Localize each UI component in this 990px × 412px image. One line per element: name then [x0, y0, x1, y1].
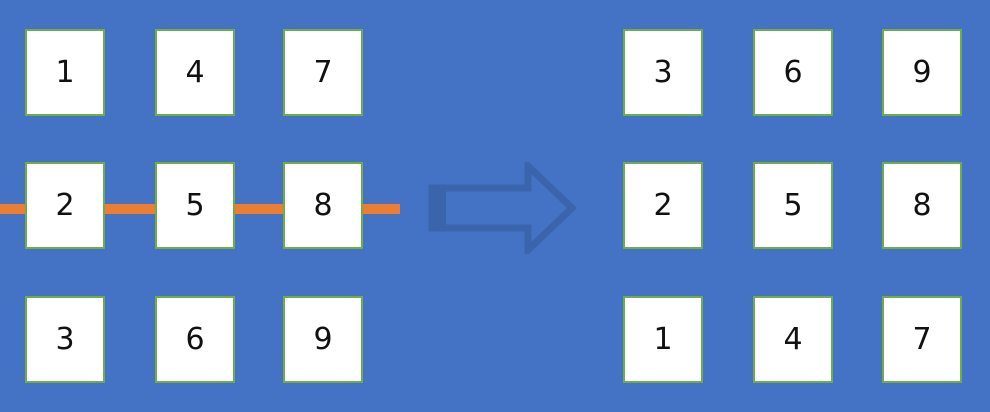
after-cell-r2-c1: 2 — [623, 162, 703, 249]
before-cell-r1-c1: 1 — [25, 29, 105, 116]
before-cell-r2-c3: 8 — [283, 162, 363, 249]
after-cell-r1-c3: 9 — [882, 29, 962, 116]
before-cell-r2-c2: 5 — [155, 162, 235, 249]
before-cell-r1-c2: 4 — [155, 29, 235, 116]
before-cell-r3-c1: 3 — [25, 296, 105, 383]
before-cell-r3-c3: 9 — [283, 296, 363, 383]
after-cell-r2-c2: 5 — [753, 162, 833, 249]
before-cell-r1-c3: 7 — [283, 29, 363, 116]
right-arrow-icon — [428, 162, 578, 254]
after-cell-r3-c1: 1 — [623, 296, 703, 383]
before-cell-r3-c2: 6 — [155, 296, 235, 383]
before-cell-r2-c1: 2 — [25, 162, 105, 249]
after-cell-r2-c3: 8 — [882, 162, 962, 249]
after-cell-r3-c2: 4 — [753, 296, 833, 383]
after-cell-r1-c1: 3 — [623, 29, 703, 116]
after-cell-r1-c2: 6 — [753, 29, 833, 116]
after-cell-r3-c3: 7 — [882, 296, 962, 383]
